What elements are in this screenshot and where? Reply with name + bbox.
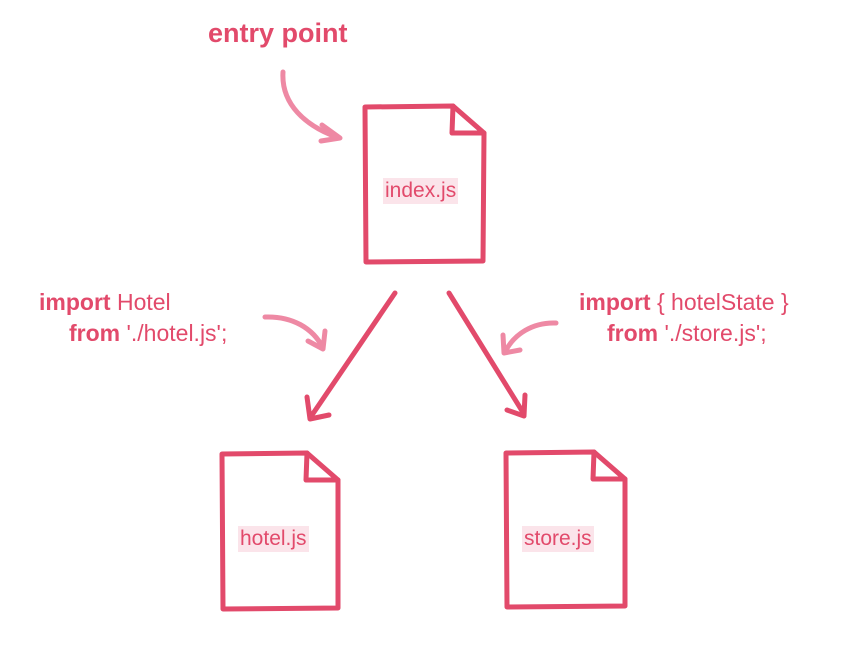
arrow-index-to-hotel: [304, 290, 398, 422]
import-binding: Hotel: [116, 289, 171, 315]
entry-pointer-arrow: [280, 69, 343, 144]
index-file-icon: [362, 103, 487, 265]
import-hotel-line-1: import Hotel: [39, 287, 227, 318]
import-hotel-statement: import Hotel from './hotel.js';: [39, 287, 227, 349]
arrow-index-to-store: [446, 290, 528, 419]
from-keyword: from: [69, 320, 121, 346]
hotel-file-icon: [219, 450, 341, 612]
import-left-pointer-arrow: [262, 314, 328, 352]
store-file-icon: [503, 449, 628, 610]
import-store-statement: import { hotelState } from './store.js';: [579, 287, 789, 349]
import-source: './store.js';: [664, 320, 767, 346]
import-right-pointer-arrow: [500, 320, 559, 356]
from-keyword: from: [607, 320, 659, 346]
import-source: './hotel.js';: [126, 320, 228, 346]
import-store-line-1: import { hotelState }: [579, 287, 789, 318]
index-file-name: index.js: [383, 178, 459, 204]
import-keyword: import: [39, 289, 111, 315]
import-store-line-2: from './store.js';: [579, 318, 789, 349]
import-hotel-line-2: from './hotel.js';: [39, 318, 227, 349]
import-keyword: import: [579, 289, 651, 315]
entry-point-label: entry point: [208, 18, 348, 48]
import-binding: { hotelState }: [656, 289, 789, 315]
store-file-name: store.js: [522, 526, 594, 552]
hotel-file-name: hotel.js: [238, 526, 309, 552]
